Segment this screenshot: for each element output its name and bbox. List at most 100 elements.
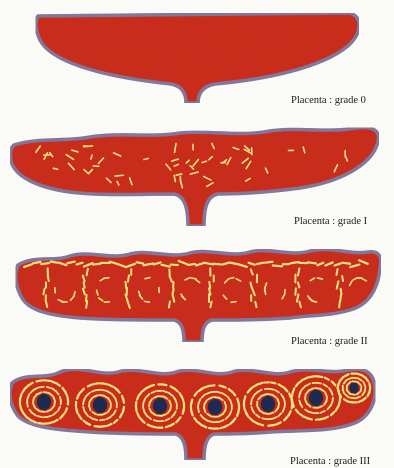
calcification-dash bbox=[102, 390, 106, 391]
calcification-dash bbox=[95, 426, 99, 427]
calcification-dash bbox=[210, 385, 214, 386]
calcification-dash bbox=[285, 290, 286, 295]
calcification-dash bbox=[39, 387, 43, 388]
cotyledon-center bbox=[208, 399, 222, 415]
calcification-dash bbox=[191, 400, 192, 404]
placenta-grade-3 bbox=[10, 369, 375, 460]
calcification-dash bbox=[244, 396, 245, 400]
calcification-dash bbox=[37, 416, 41, 417]
calcification-dash bbox=[48, 276, 49, 281]
calcification-dash bbox=[273, 265, 282, 266]
cotyledon-center bbox=[309, 390, 323, 406]
calcification-dash bbox=[87, 269, 88, 275]
calcification-dash bbox=[128, 275, 129, 281]
calcification-dash bbox=[214, 397, 218, 398]
calcification-dash bbox=[369, 383, 370, 387]
calcification-dash bbox=[46, 302, 47, 307]
calcification-dash bbox=[220, 427, 224, 428]
calcification-dash bbox=[342, 276, 343, 281]
calcification-dash bbox=[338, 381, 340, 385]
calcification-dash bbox=[150, 385, 154, 387]
calcification-dash bbox=[357, 374, 361, 375]
calcification-dash bbox=[213, 264, 221, 265]
calcification-dash bbox=[350, 398, 354, 399]
calcification-dash bbox=[48, 422, 52, 423]
calcification-dash bbox=[271, 382, 275, 383]
calcification-dash bbox=[33, 262, 41, 264]
calcification-dash bbox=[317, 383, 321, 384]
calcification-dash bbox=[43, 289, 44, 295]
calcification-dash bbox=[317, 278, 322, 279]
calcification-dash bbox=[169, 301, 170, 307]
calcification-dash bbox=[216, 392, 220, 393]
caption-grade-3: Placenta : grade III bbox=[290, 456, 370, 467]
caption-grade-1: Placenta : grade I bbox=[294, 216, 367, 227]
calcification-dash bbox=[338, 402, 339, 406]
calcification-dash bbox=[262, 418, 266, 419]
calcification-dash bbox=[342, 263, 350, 264]
calcification-dash bbox=[60, 397, 61, 401]
calcification-dash bbox=[20, 394, 21, 398]
calcification-dash bbox=[269, 389, 273, 390]
calcification-dash bbox=[67, 397, 68, 401]
calcification-dash bbox=[258, 383, 262, 384]
calcification-dash bbox=[103, 383, 107, 384]
calcification-dash bbox=[298, 283, 299, 288]
placenta-grade-1 bbox=[10, 128, 378, 226]
calcification-dash bbox=[144, 301, 149, 302]
calcification-dash bbox=[145, 278, 150, 279]
cotyledon-center bbox=[93, 397, 107, 413]
calcification-dash bbox=[84, 282, 85, 287]
calcification-dash bbox=[222, 386, 226, 388]
calcification-dash bbox=[308, 262, 316, 263]
calcification-dash bbox=[209, 428, 213, 429]
calcification-dash bbox=[44, 392, 48, 393]
calcification-dash bbox=[295, 288, 296, 294]
calcification-dash bbox=[123, 398, 124, 402]
calcification-dash bbox=[83, 407, 84, 411]
cotyledon-center bbox=[261, 396, 275, 412]
calcification-dash bbox=[231, 302, 236, 303]
calcification-dash bbox=[209, 282, 210, 288]
calcification-dash bbox=[45, 380, 49, 381]
calcification-dash bbox=[210, 302, 211, 308]
placenta-body bbox=[36, 13, 359, 103]
calcification-dash bbox=[257, 263, 264, 264]
caption-grade-0: Placenta : grade 0 bbox=[291, 95, 366, 106]
calcification-dash bbox=[237, 412, 238, 416]
calcification-dash bbox=[20, 404, 21, 408]
calcification-dash bbox=[250, 283, 251, 288]
caption-grade-2: Placenta : grade II bbox=[291, 336, 368, 347]
cotyledon-center bbox=[153, 398, 167, 414]
placenta-grade-2 bbox=[16, 249, 381, 342]
calcification-dash bbox=[38, 423, 42, 424]
calcification-dash bbox=[265, 288, 266, 293]
calcification-dash bbox=[53, 168, 57, 169]
placenta-body bbox=[10, 128, 378, 226]
calcification-dash bbox=[251, 400, 252, 404]
calcification-dash bbox=[338, 390, 339, 394]
calcification-dash bbox=[93, 264, 100, 265]
calcification-dash bbox=[41, 263, 49, 264]
calcification-dash bbox=[291, 262, 299, 263]
cotyledon-center bbox=[349, 383, 359, 394]
calcification-dash bbox=[115, 175, 123, 176]
calcification-dash bbox=[162, 384, 166, 385]
calcification-dash bbox=[166, 426, 170, 427]
calcification-dash bbox=[339, 302, 340, 308]
calcification-dash bbox=[51, 262, 57, 263]
calcification-dash bbox=[255, 302, 256, 307]
calcification-dash bbox=[100, 420, 104, 421]
calcification-dash bbox=[341, 289, 342, 295]
calcification-dash bbox=[76, 408, 77, 412]
calcification-dash bbox=[191, 278, 196, 279]
calcification-dash bbox=[183, 409, 184, 413]
calcification-dash bbox=[143, 408, 144, 412]
calcification-dash bbox=[265, 262, 272, 263]
calcification-dash bbox=[40, 411, 44, 412]
calcification-dash bbox=[305, 394, 306, 398]
placenta-grade-0 bbox=[36, 13, 359, 103]
calcification-dash bbox=[318, 376, 322, 377]
calcification-dash bbox=[86, 295, 87, 301]
